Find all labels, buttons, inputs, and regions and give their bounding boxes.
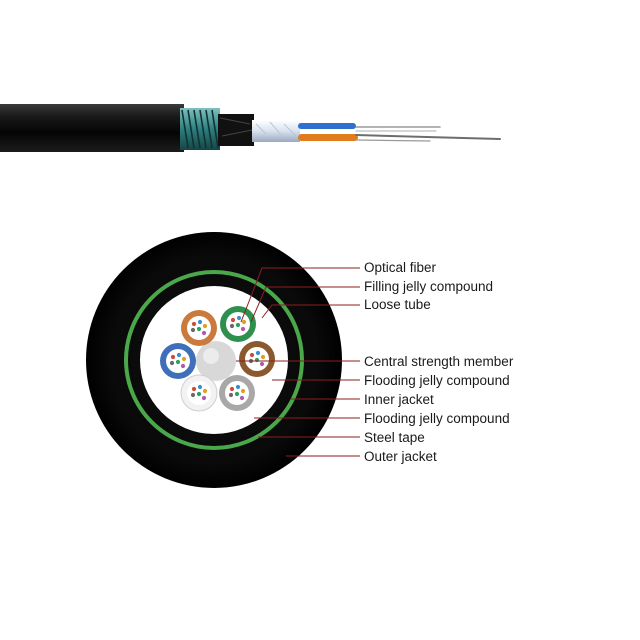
optical-fiber-dot (190, 392, 196, 398)
optical-fiber-dot (190, 327, 196, 333)
optical-fiber-dot (169, 360, 175, 366)
tape-side (252, 120, 300, 142)
loose-tube-orange (181, 310, 217, 346)
csm-highlight (203, 348, 219, 364)
optical-fiber-dot (197, 384, 203, 390)
optical-fiber-dot (191, 386, 197, 392)
loose-tube-blue (160, 343, 196, 379)
optical-fiber-dot (229, 386, 235, 392)
optical-fiber-dot (239, 395, 245, 401)
optical-fiber-dot (235, 384, 241, 390)
optical-fiber-dot (181, 356, 187, 362)
optical-fiber-dot (249, 352, 255, 358)
optical-fiber-dot (230, 317, 236, 323)
optical-fiber-dot (234, 391, 240, 397)
optical-fiber-dot (202, 323, 208, 329)
label-inner-jacket: Inner jacket (364, 392, 434, 407)
optical-fiber-dot (197, 319, 203, 325)
optical-fiber-dot (180, 363, 186, 369)
inner-jacket-side (218, 114, 254, 146)
optical-fiber-dot (176, 352, 182, 358)
optical-fiber-dot (229, 323, 235, 329)
loose-tubes-group (160, 306, 275, 412)
optical-fiber-dot (236, 315, 242, 321)
leader-optical-fiber (240, 267, 360, 323)
optical-fiber-dot (259, 361, 265, 367)
label-filling-jelly-compound: Filling jelly compound (364, 279, 493, 294)
cable-cross-section (86, 232, 342, 488)
optical-fiber-dot (228, 392, 234, 398)
loose-tube-gray (219, 375, 255, 411)
optical-fiber-dot (201, 395, 207, 401)
loose-tube-orange-side (298, 134, 358, 141)
optical-fiber-dot (240, 326, 246, 332)
optical-fiber-dot (240, 388, 246, 394)
leader-lines (236, 267, 360, 457)
labels: Optical fiber Filling jelly compound Loo… (364, 260, 514, 464)
optical-fiber-dot (255, 350, 261, 356)
label-loose-tube: Loose tube (364, 297, 431, 312)
optical-fiber-dot (235, 322, 241, 328)
optical-fiber-dot (170, 354, 176, 360)
cable-side-view (0, 104, 501, 152)
leader-loose-tube (261, 304, 360, 319)
optical-fiber-dot (196, 391, 202, 397)
steel-armor-side (180, 108, 220, 150)
optical-fiber-dot (202, 388, 208, 394)
loose-tube-brown (239, 341, 275, 377)
label-central-strength-member: Central strength member (364, 354, 514, 369)
optical-fiber-dot (241, 319, 247, 325)
leader-filling-jelly (250, 286, 360, 323)
label-flooding-jelly-compound-2: Flooding jelly compound (364, 411, 510, 426)
optical-fiber-dot (191, 321, 197, 327)
loose-tube-white (180, 374, 218, 412)
label-flooding-jelly-compound-1: Flooding jelly compound (364, 373, 510, 388)
label-steel-tape: Steel tape (364, 430, 425, 445)
loose-tube-green (220, 306, 256, 342)
optical-fiber-dot (196, 326, 202, 332)
fibers-side (355, 126, 501, 142)
steel-tape-ring (124, 270, 304, 450)
label-optical-fiber: Optical fiber (364, 260, 437, 275)
label-outer-jacket: Outer jacket (364, 449, 437, 464)
outer-sheath-side (0, 104, 184, 152)
loose-tube-blue-side (298, 123, 356, 129)
optical-fiber-dot (260, 354, 266, 360)
optical-fiber-dot (201, 330, 207, 336)
optical-fiber-dot (175, 359, 181, 365)
